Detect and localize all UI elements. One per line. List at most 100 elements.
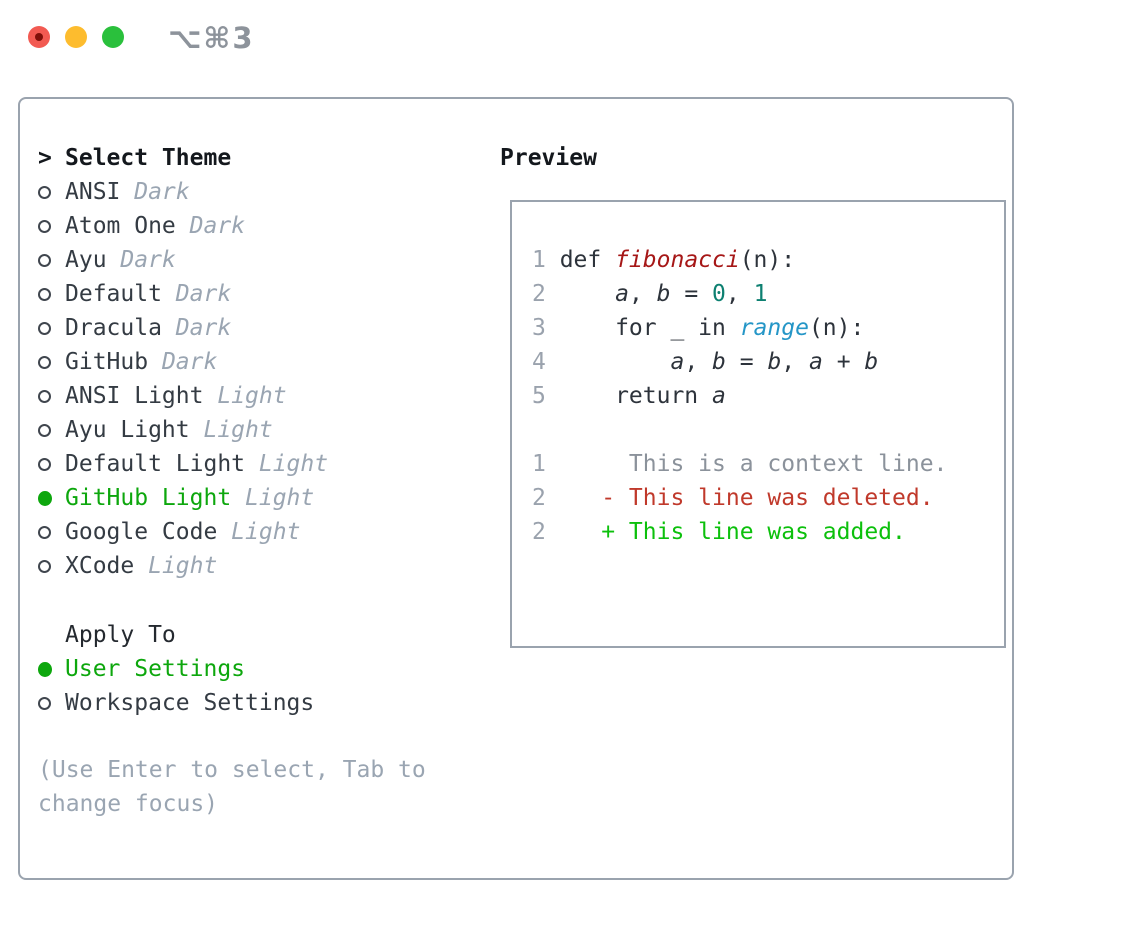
- code-segment: a: [809, 349, 823, 375]
- code-segment: b: [712, 349, 726, 375]
- code-segment: (n):: [739, 247, 796, 273]
- radio-icon: [38, 355, 51, 369]
- theme-variant-label: Dark: [106, 247, 176, 273]
- theme-variant-label: Light: [217, 519, 301, 545]
- preview-title: Preview: [500, 145, 597, 171]
- code-segment: a: [670, 349, 685, 375]
- theme-option[interactable]: Ayu Light Light: [38, 413, 478, 447]
- zoom-button[interactable]: [102, 26, 124, 48]
- minimize-button[interactable]: [65, 26, 87, 48]
- code-line: 1 This is a context line.: [532, 447, 1004, 481]
- theme-variant-label: Dark: [175, 213, 246, 239]
- theme-variant-label: Light: [134, 553, 218, 579]
- theme-name: Google Code: [65, 519, 218, 545]
- apply-to-option[interactable]: Workspace Settings: [38, 686, 478, 720]
- title-bar: ⌥⌘3: [0, 0, 1140, 74]
- code-line: 2 a, b = 0, 1: [532, 277, 1004, 311]
- keyboard-hint-text: (Use Enter to select, Tab to change focu…: [38, 757, 426, 817]
- theme-name: Ayu: [65, 247, 107, 273]
- theme-name: Default Light: [65, 451, 246, 477]
- radio-icon: [38, 185, 51, 199]
- code-line: 5 return a: [532, 379, 1004, 413]
- prompt-caret-icon: >: [38, 145, 52, 171]
- theme-name: Default: [65, 281, 162, 307]
- code-segment: ,: [725, 281, 754, 307]
- code-segment: ,: [781, 349, 809, 375]
- code-segment: 0: [712, 281, 726, 307]
- theme-name: ANSI Light: [65, 383, 204, 409]
- apply-to-option-label: User Settings: [65, 656, 246, 682]
- code-segment: 1: [753, 281, 768, 307]
- code-segment: - This line was deleted.: [559, 485, 934, 511]
- theme-option[interactable]: Default Light Light: [38, 447, 478, 481]
- theme-variant-label: Light: [203, 383, 287, 409]
- radio-icon: [38, 457, 51, 471]
- theme-variant-label: Light: [189, 417, 273, 443]
- code-line: 2 - This line was deleted.: [532, 481, 1004, 515]
- code-segment: for _ in: [559, 315, 740, 341]
- radio-icon: [38, 525, 51, 539]
- radio-selected-icon: [38, 661, 52, 677]
- spacer: [38, 720, 478, 753]
- code-segment: b: [864, 349, 879, 375]
- theme-variant-label: Dark: [120, 179, 190, 205]
- theme-option[interactable]: Default Dark: [38, 277, 478, 311]
- theme-option[interactable]: ANSI Light Light: [38, 379, 478, 413]
- radio-icon: [38, 559, 51, 573]
- code-segment: b: [656, 281, 671, 307]
- radio-icon: [38, 696, 51, 710]
- window-title: ⌥⌘3: [168, 21, 255, 55]
- code-line: 3 for _ in range(n):: [532, 311, 1004, 345]
- theme-option[interactable]: GitHub Light Light: [38, 481, 478, 515]
- code-segment: b: [767, 349, 782, 375]
- theme-option[interactable]: XCode Light: [38, 549, 478, 583]
- radio-selected-icon: [38, 490, 52, 506]
- theme-variant-label: Light: [231, 485, 315, 511]
- code-segment: ,: [684, 349, 713, 375]
- select-theme-title: Select Theme: [65, 145, 232, 171]
- radio-icon: [38, 321, 51, 335]
- apply-to-header: Apply To: [38, 618, 478, 652]
- code-segment: [560, 281, 615, 307]
- theme-name: ANSI: [65, 179, 121, 205]
- radio-icon: [38, 219, 51, 233]
- theme-option[interactable]: Atom One Dark: [38, 209, 478, 243]
- code-line: 4 a, b = b, a + b: [532, 345, 1004, 379]
- line-number: 1: [532, 451, 546, 477]
- code-segment: ,: [628, 281, 657, 307]
- theme-name: GitHub Light: [65, 485, 232, 511]
- theme-name: Ayu Light: [65, 417, 190, 443]
- line-number: 5: [532, 383, 546, 409]
- theme-variant-label: Light: [245, 451, 329, 477]
- line-number: 2: [532, 281, 546, 307]
- radio-icon: [38, 423, 51, 437]
- spacer: [38, 583, 478, 618]
- close-button[interactable]: [28, 26, 50, 48]
- apply-to-title: Apply To: [65, 622, 176, 648]
- code-segment: [560, 349, 671, 375]
- theme-option[interactable]: Google Code Light: [38, 515, 478, 549]
- theme-name: XCode: [65, 553, 135, 579]
- apply-to-option-label: Workspace Settings: [65, 690, 315, 716]
- line-number: 4: [532, 349, 546, 375]
- radio-icon: [38, 389, 51, 403]
- theme-option[interactable]: ANSI Dark: [38, 175, 478, 209]
- theme-option[interactable]: GitHub Dark: [38, 345, 478, 379]
- theme-name: Dracula: [65, 315, 162, 341]
- close-dot-icon: [35, 33, 43, 41]
- radio-icon: [38, 287, 51, 301]
- theme-name: GitHub: [65, 349, 149, 375]
- line-number: 2: [532, 519, 546, 545]
- apply-to-option[interactable]: User Settings: [38, 652, 478, 686]
- line-number: 1: [532, 247, 546, 273]
- line-number: 3: [532, 315, 546, 341]
- code-segment: return: [559, 383, 713, 409]
- code-segment: def: [559, 247, 616, 273]
- theme-option[interactable]: Ayu Dark: [38, 243, 478, 277]
- code-segment: (n):: [808, 315, 865, 341]
- theme-variant-label: Dark: [148, 349, 218, 375]
- theme-option[interactable]: Dracula Dark: [38, 311, 478, 345]
